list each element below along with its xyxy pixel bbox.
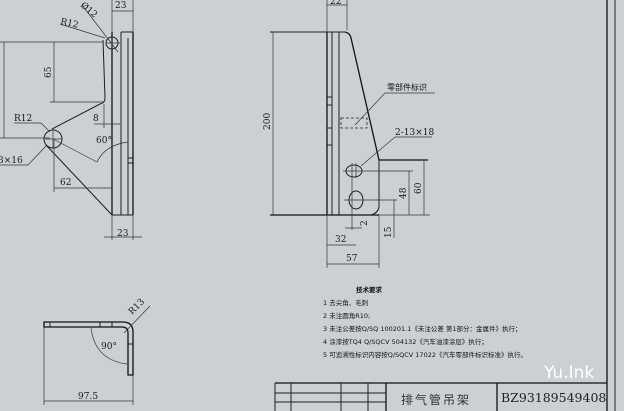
dim-23-bottom: 23 [117,229,129,239]
part-name: 排气管吊架 [401,392,471,407]
r13: R13 [127,297,147,317]
dim-57: 57 [346,254,358,264]
angle-60: 60° [96,136,112,146]
dim-62: 62 [60,178,71,188]
part-number: BZ93189549408 [501,390,606,405]
side-view: 23 23 Ø12 R12 R12 65 8 60° 62 3×16 [0,0,142,240]
title-block: 排气管吊架 BZ93189549408 [274,382,607,411]
tech-req-item: 5 可追溯性标识内容按Q/SQCV 17022《汽车零部件标识标准》执行。 [323,350,527,359]
part-mark-label: 零部件标识 [387,82,427,92]
dim-200: 200 [263,113,273,130]
dim-65: 65 [44,66,54,78]
dim-32: 32 [335,235,346,245]
dim-phi12: Ø12 [78,0,100,20]
tech-req-item: 1 去尖角、毛刺 [323,298,368,307]
dim-15: 15 [384,226,394,238]
dim-97-5: 97.5 [78,392,98,402]
dim-8: 8 [93,114,99,124]
tech-req-item: 3 未注公差按Q/SQ 100201.1《未注公差 第1部分：金属件》执行； [323,324,522,333]
holes-3x16: 3×16 [0,156,23,166]
r12-lower: R12 [14,114,32,124]
top-view: R13 90° 97.5 [43,297,151,405]
tech-requirements: 技术要求 1 去尖角、毛刺 2 未注圆角R10; 3 未注公差按Q/SQ 100… [323,285,527,359]
angle-90: 90° [101,342,117,352]
r12-top: R12 [59,17,79,31]
dim-22: 22 [330,0,341,7]
watermark: Yu.Ink [543,363,594,383]
holes-2-13x18: 2-13×18 [395,128,434,138]
sheet-border [606,0,616,411]
front-view: 22 200 零部件标识 2-13×18 60 48 15 2 32 57 [263,0,435,268]
dim-48: 48 [399,187,409,199]
tech-req-item: 2 未注圆角R10; [323,311,370,320]
tech-req-item: 4 涂漆按TQ4 Q/SQCV 504132《汽车油漆涂层》执行； [323,337,488,346]
dim-2: 2 [360,220,370,226]
dim-60: 60 [414,182,424,194]
tech-req-title: 技术要求 [356,285,383,294]
dim-23-top: 23 [115,1,127,11]
